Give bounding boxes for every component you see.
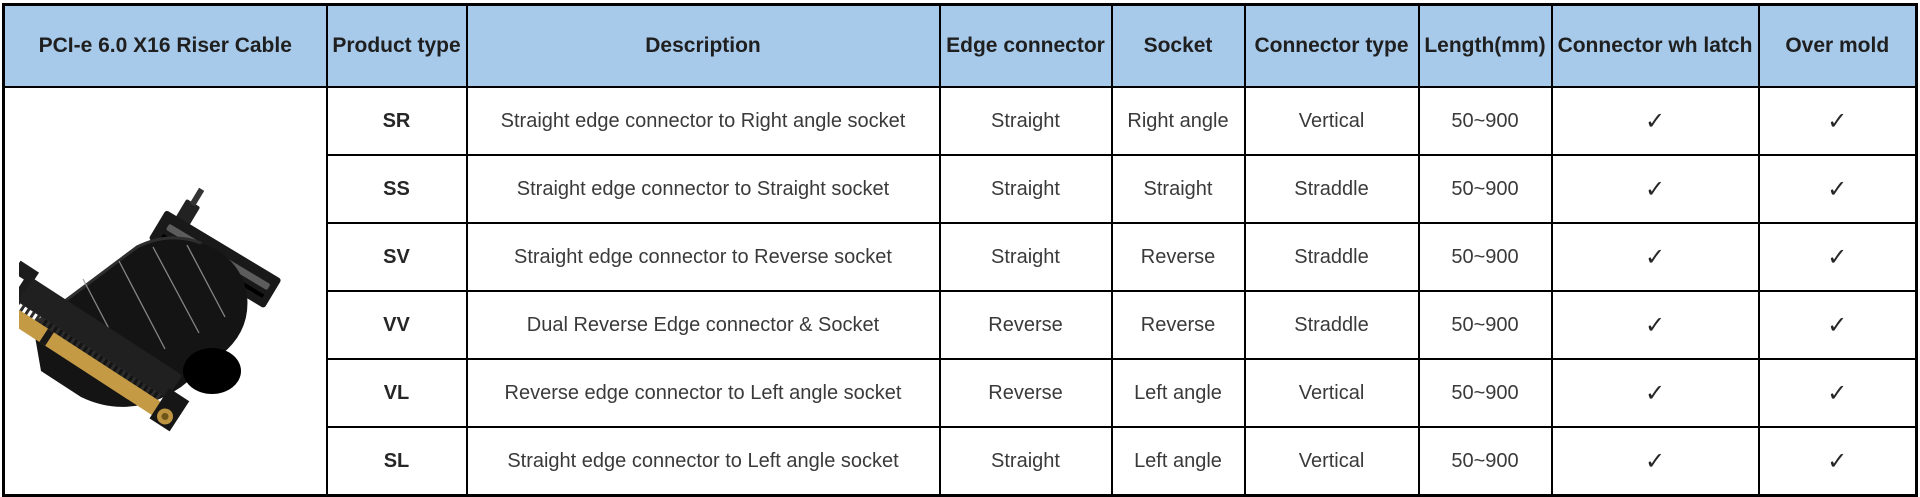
header-row: PCI-e 6.0 X16 Riser Cable Product type D… bbox=[2, 3, 1918, 88]
checkmark-over-mold: ✓ bbox=[1757, 426, 1918, 497]
checkmark-over-mold: ✓ bbox=[1757, 290, 1918, 360]
edge-connector-part bbox=[19, 260, 190, 432]
product-image-cell bbox=[2, 86, 328, 497]
cell-description: Dual Reverse Edge connector & Socket bbox=[465, 290, 941, 360]
checkmark-latch: ✓ bbox=[1550, 290, 1760, 360]
riser-cable-spec-table: PCI-e 6.0 X16 Riser Cable Product type D… bbox=[2, 3, 1918, 497]
col-header-socket: Socket bbox=[1110, 3, 1246, 88]
table-row-ss: SS Straight edge connector to Straight s… bbox=[4, 154, 1918, 224]
cell-product-type: VL bbox=[325, 358, 468, 428]
cell-product-type: SV bbox=[325, 222, 468, 292]
cell-connector-type: Straddle bbox=[1243, 222, 1420, 292]
checkmark-latch: ✓ bbox=[1550, 426, 1760, 497]
cell-edge-connector: Straight bbox=[938, 86, 1113, 156]
col-header-length: Length(mm) bbox=[1417, 3, 1553, 88]
col-header-edge-connector: Edge connector bbox=[938, 3, 1113, 88]
table-row-vl: VL Reverse edge connector to Left angle … bbox=[4, 358, 1918, 428]
cell-description: Straight edge connector to Reverse socke… bbox=[465, 222, 941, 292]
checkmark-latch: ✓ bbox=[1550, 86, 1760, 156]
cell-socket: Reverse bbox=[1110, 222, 1246, 292]
riser-cable-image bbox=[19, 187, 281, 432]
cell-edge-connector: Reverse bbox=[938, 358, 1113, 428]
col-header-product-type: Product type bbox=[325, 3, 468, 88]
checkmark-over-mold: ✓ bbox=[1757, 154, 1918, 224]
cell-connector-type: Vertical bbox=[1243, 426, 1420, 497]
table-row-sv: SV Straight edge connector to Reverse so… bbox=[4, 222, 1918, 292]
cell-product-type: SR bbox=[325, 86, 468, 156]
cell-product-type: VV bbox=[325, 290, 468, 360]
cell-connector-type: Vertical bbox=[1243, 86, 1420, 156]
cell-description: Straight edge connector to Left angle so… bbox=[465, 426, 941, 497]
cell-description: Reverse edge connector to Left angle soc… bbox=[465, 358, 941, 428]
cell-edge-connector: Reverse bbox=[938, 290, 1113, 360]
cell-description: Straight edge connector to Straight sock… bbox=[465, 154, 941, 224]
col-header-over-mold: Over mold bbox=[1757, 3, 1918, 88]
cell-length: 50~900 bbox=[1417, 426, 1553, 497]
cell-socket: Straight bbox=[1110, 154, 1246, 224]
cell-length: 50~900 bbox=[1417, 358, 1553, 428]
col-header-connector-type: Connector type bbox=[1243, 3, 1420, 88]
cell-product-type: SL bbox=[325, 426, 468, 497]
checkmark-over-mold: ✓ bbox=[1757, 86, 1918, 156]
col-header-description: Description bbox=[465, 3, 941, 88]
cell-length: 50~900 bbox=[1417, 222, 1553, 292]
table-row-sl: SL Straight edge connector to Left angle… bbox=[4, 426, 1918, 497]
cell-socket: Left angle bbox=[1110, 358, 1246, 428]
cell-length: 50~900 bbox=[1417, 290, 1553, 360]
cell-socket: Right angle bbox=[1110, 86, 1246, 156]
cell-description: Straight edge connector to Right angle s… bbox=[465, 86, 941, 156]
table-row-vv: VV Dual Reverse Edge connector & Socket … bbox=[4, 290, 1918, 360]
cell-length: 50~900 bbox=[1417, 154, 1553, 224]
cell-socket: Left angle bbox=[1110, 426, 1246, 497]
cell-connector-type: Vertical bbox=[1243, 358, 1420, 428]
cell-edge-connector: Straight bbox=[938, 154, 1113, 224]
cell-connector-type: Straddle bbox=[1243, 290, 1420, 360]
cell-edge-connector: Straight bbox=[938, 426, 1113, 497]
checkmark-latch: ✓ bbox=[1550, 222, 1760, 292]
col-header-connector-wh-latch: Connector wh latch bbox=[1550, 3, 1760, 88]
checkmark-over-mold: ✓ bbox=[1757, 222, 1918, 292]
cell-socket: Reverse bbox=[1110, 290, 1246, 360]
checkmark-over-mold: ✓ bbox=[1757, 358, 1918, 428]
cell-connector-type: Straddle bbox=[1243, 154, 1420, 224]
checkmark-latch: ✓ bbox=[1550, 154, 1760, 224]
cell-edge-connector: Straight bbox=[938, 222, 1113, 292]
col-header-product-title: PCI-e 6.0 X16 Riser Cable bbox=[2, 3, 328, 88]
table-row-sr: SR Straight edge connector to Right angl… bbox=[2, 86, 1918, 497]
cell-product-type: SS bbox=[325, 154, 468, 224]
cell-length: 50~900 bbox=[1417, 86, 1553, 156]
checkmark-latch: ✓ bbox=[1550, 358, 1760, 428]
